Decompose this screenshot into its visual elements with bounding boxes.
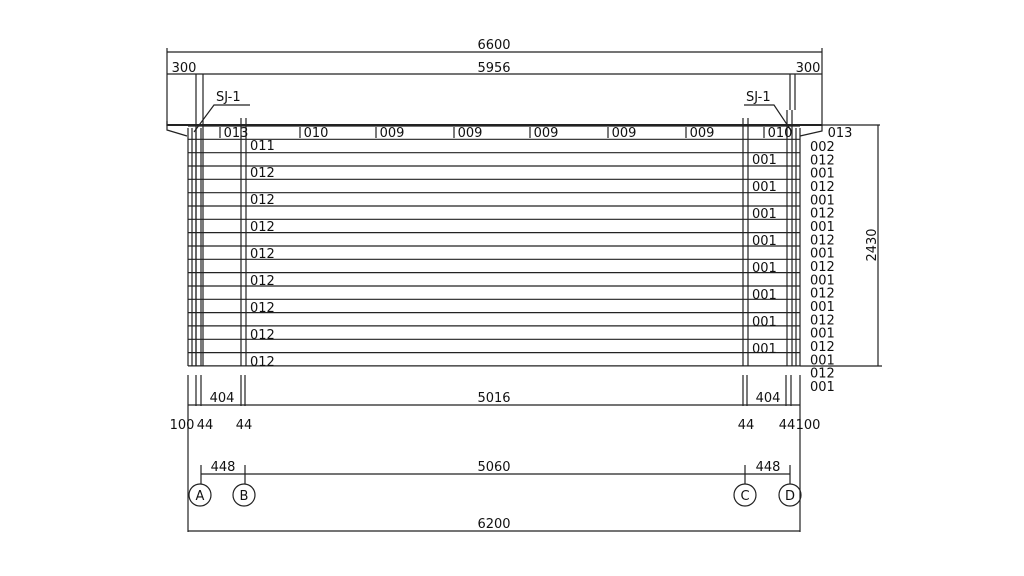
inner-wall-part-label: 001 [752, 180, 777, 195]
left-wall-part-label: 011 [250, 139, 275, 154]
axis-markers: A B C D [188, 483, 802, 507]
left-wall-part-label: 012 [250, 247, 275, 262]
right-wall-part-label: 012 [810, 233, 835, 248]
axis-circle-d [778, 483, 802, 507]
dim-100-right: 100 [796, 418, 821, 433]
dim-100-left: 100 [170, 418, 195, 433]
dim-44: 44 [197, 418, 214, 433]
log-courses [188, 125, 800, 367]
callouts: SJ-1 SJ-1 [193, 90, 793, 133]
dim-44: 44 [236, 418, 253, 433]
dim-6200: 6200 [477, 517, 510, 532]
dim-5060: 5060 [477, 460, 510, 475]
top-dimensions: 6600 300 5956 300 [166, 38, 823, 126]
top-part-label: 010 [304, 126, 329, 141]
right-wall-part-label: 001 [810, 380, 835, 395]
top-part-label: 013 [828, 126, 853, 141]
dim-6600: 6600 [477, 38, 510, 53]
right-wall-part-label: 012 [810, 287, 835, 302]
left-wall-part-label: 012 [250, 355, 275, 370]
right-wall-part-label: 001 [810, 353, 835, 368]
dim-300-right: 300 [796, 61, 821, 76]
dim-448-left: 448 [211, 460, 236, 475]
axis-circle-a [188, 483, 212, 507]
top-part-label: 010 [768, 126, 793, 141]
axis-label-c: C [740, 489, 749, 504]
inner-wall-part-label: 001 [752, 288, 777, 303]
dim-44: 44 [738, 418, 755, 433]
top-part-label: 009 [690, 126, 715, 141]
top-part-label: 009 [380, 126, 405, 141]
inner-wall-part-label: 001 [752, 342, 777, 357]
right-wall-part-label: 012 [810, 153, 835, 168]
top-part-label: 013 [224, 126, 249, 141]
right-wall-part-label: 001 [810, 167, 835, 182]
left-wall-part-label: 012 [250, 274, 275, 289]
right-wall-part-label: 002 [810, 140, 835, 155]
dim-5956: 5956 [477, 61, 510, 76]
inner-wall-part-label: 001 [752, 153, 777, 168]
axis-label-b: B [240, 489, 249, 504]
dim-44: 44 [779, 418, 796, 433]
right-wall-part-label: 012 [810, 260, 835, 275]
right-wall-part-label: 001 [810, 247, 835, 262]
right-wall-part-label: 001 [810, 300, 835, 315]
right-wall-part-label: 012 [810, 313, 835, 328]
right-wall-part-label: 001 [810, 327, 835, 342]
height-dimension: 2430 [800, 125, 882, 367]
right-wall-part-label: 001 [810, 220, 835, 235]
right-wall-part-label: 001 [810, 193, 835, 208]
roof [166, 121, 880, 137]
right-wall-part-label: 012 [810, 367, 835, 382]
axis-label-d: D [785, 489, 795, 504]
dim-404-right: 404 [756, 391, 781, 406]
callout-sj1-right: SJ-1 [746, 90, 771, 105]
left-wall-part-label: 012 [250, 328, 275, 343]
left-wall-part-label: 012 [250, 301, 275, 316]
inner-wall-part-label: 001 [752, 207, 777, 222]
left-wall-part-label: 012 [250, 193, 275, 208]
inner-wall-part-label: 001 [752, 315, 777, 330]
axis-label-a: A [196, 489, 205, 504]
bottom-dimensions: 404 5016 404 100 44 44 44 44 100 448 506… [170, 375, 821, 532]
callout-sj1-left: SJ-1 [216, 90, 241, 105]
wall-posts [187, 74, 801, 366]
inner-wall-part-label: 001 [752, 261, 777, 276]
inner-wall-part-label: 001 [752, 234, 777, 249]
left-wall-part-label: 012 [250, 220, 275, 235]
right-wall-part-label: 012 [810, 180, 835, 195]
axis-circle-b [232, 483, 256, 507]
dim-300-left: 300 [172, 61, 197, 76]
top-part-label: 009 [534, 126, 559, 141]
axis-circle-c [733, 483, 757, 507]
right-wall-part-label: 001 [810, 273, 835, 288]
top-part-label: 009 [458, 126, 483, 141]
dim-404-left: 404 [210, 391, 235, 406]
top-part-label: 009 [612, 126, 637, 141]
dim-2430: 2430 [865, 228, 880, 261]
dim-448-right: 448 [756, 460, 781, 475]
left-wall-part-label: 012 [250, 166, 275, 181]
right-wall-part-label: 012 [810, 207, 835, 222]
dim-5016: 5016 [477, 391, 510, 406]
right-wall-part-label: 012 [810, 340, 835, 355]
